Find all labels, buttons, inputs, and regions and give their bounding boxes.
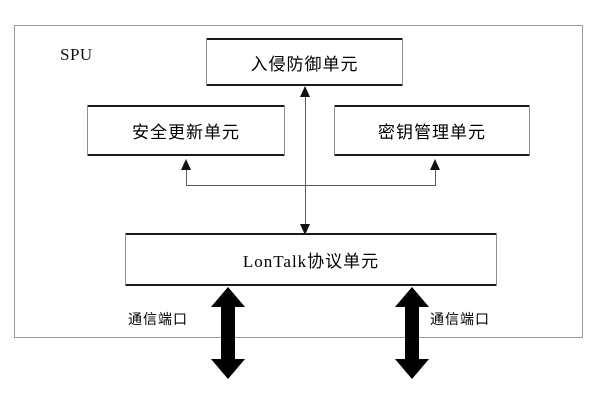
communication-port-right-label: 通信端口: [430, 313, 490, 328]
lontalk-protocol-unit-box[interactable]: LonTalk协议单元: [125, 233, 497, 286]
connector-bus-to-security-update: [186, 170, 187, 186]
security-update-unit-label: 安全更新单元: [132, 123, 240, 142]
spu-container: [14, 25, 583, 338]
key-management-unit-box[interactable]: 密钥管理单元: [334, 105, 530, 156]
intrusion-prevention-unit-box[interactable]: 入侵防御单元: [206, 38, 403, 86]
arrowhead-up-icon: [300, 86, 310, 97]
communication-port-left-label: 通信端口: [128, 313, 188, 328]
connector-bus-to-key-management: [435, 170, 436, 186]
communication-port-arrow-left-icon: [211, 287, 245, 379]
lontalk-protocol-unit-label: LonTalk协议单元: [242, 252, 380, 271]
arrowhead-up-icon: [181, 159, 191, 170]
connector-bus-horizontal: [186, 185, 436, 186]
arrowhead-down-icon: [300, 224, 310, 235]
communication-port-arrow-right-icon: [395, 287, 429, 379]
connector-intrusion-to-lontalk: [305, 92, 306, 232]
spu-label: SPU: [60, 45, 93, 64]
arrowhead-up-icon: [430, 159, 440, 170]
key-management-unit-label: 密钥管理单元: [378, 123, 486, 142]
intrusion-prevention-unit-label: 入侵防御单元: [250, 54, 359, 74]
security-update-unit-box[interactable]: 安全更新单元: [87, 105, 285, 156]
